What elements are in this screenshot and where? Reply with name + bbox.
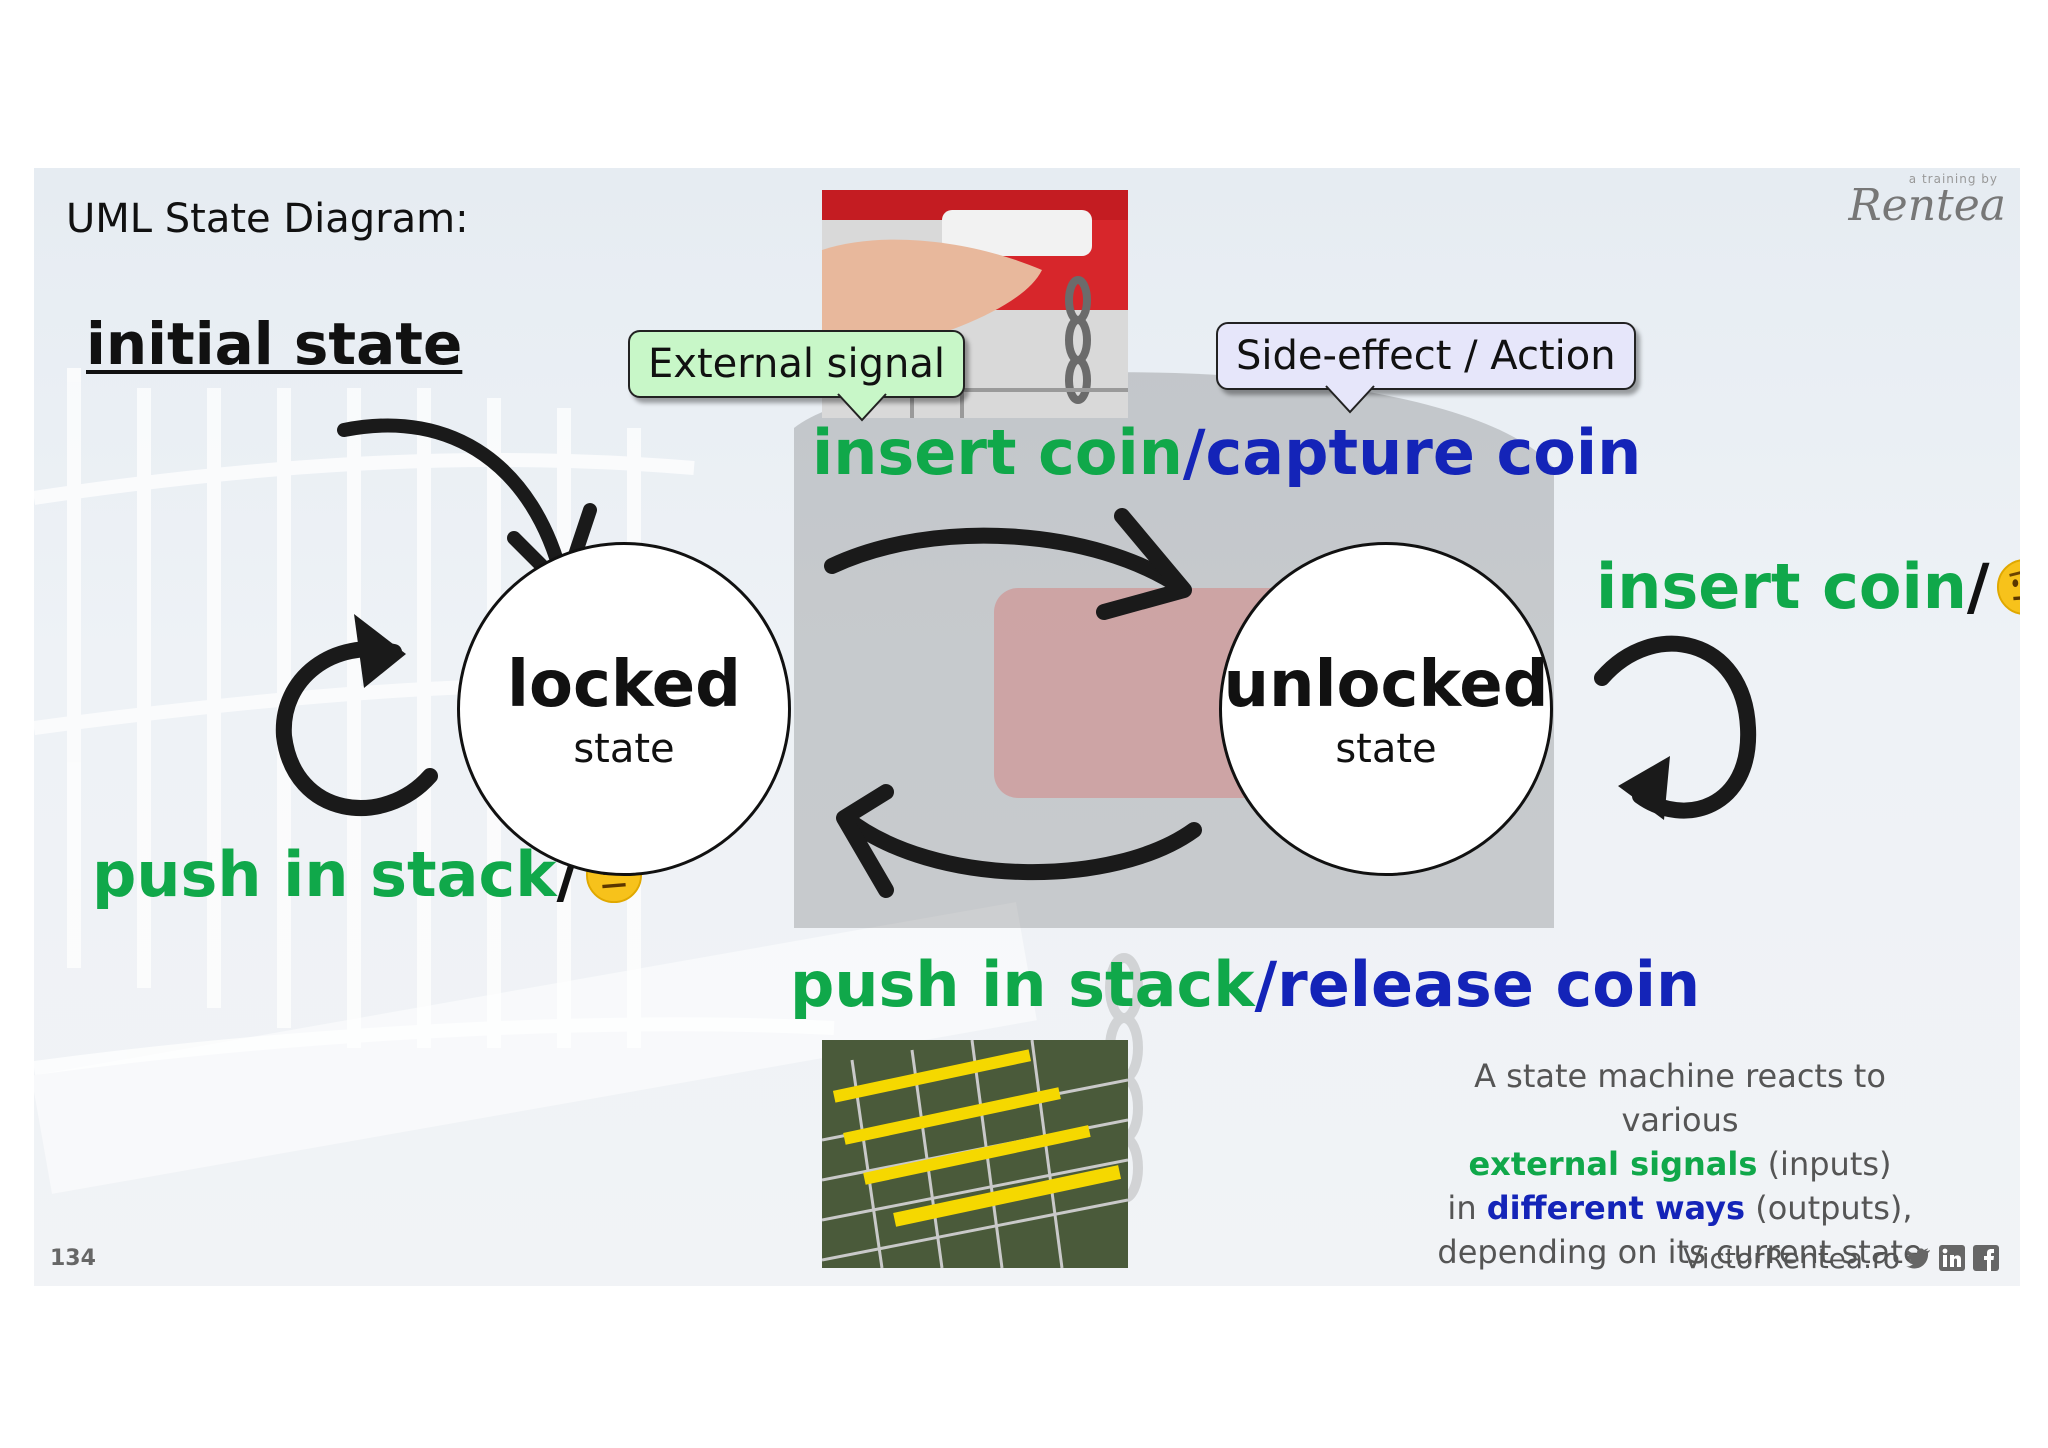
external-signal-callout-pointer <box>837 393 887 422</box>
stacked-carts-photo <box>822 1040 1128 1268</box>
self-loop-locked-arrowhead <box>354 614 406 688</box>
state-unlocked-name: unlocked <box>1223 648 1549 722</box>
twitter-icon[interactable] <box>1904 1244 1932 1272</box>
transition-separator: / <box>1182 416 1206 489</box>
summary-inputs: (inputs) <box>1757 1145 1892 1183</box>
self-loop-unlocked <box>1594 635 1757 819</box>
brand-tagline: a training by <box>1908 172 1998 186</box>
side-effect-callout-pointer <box>1325 385 1375 414</box>
initial-state-arrow <box>337 418 569 585</box>
summary-external-signals: external signals <box>1468 1145 1758 1183</box>
signal-push-in-stack-self: push in stack <box>92 838 557 911</box>
summary-in: in <box>1447 1189 1487 1227</box>
arrowhead-locked-to-unlocked <box>1096 508 1192 620</box>
transition-label-unlocked-self: insert coin/ <box>1596 550 2020 623</box>
slide: UML State Diagram: a training by Rentea … <box>34 168 2020 1286</box>
linkedin-icon[interactable] <box>1938 1244 1966 1272</box>
action-capture-coin: capture coin <box>1205 416 1642 489</box>
summary-outputs: (outputs), <box>1745 1189 1913 1227</box>
state-locked-sub: state <box>573 726 675 772</box>
state-locked-name: locked <box>507 648 741 722</box>
slide-title: UML State Diagram: <box>66 196 469 242</box>
summary-line-2: external signals (inputs) <box>1420 1142 1940 1186</box>
brand-signature: Rentea <box>1848 180 2006 231</box>
self-loop-locked <box>275 641 438 816</box>
arrow-locked-to-unlocked <box>824 527 1190 596</box>
signal-insert-coin: insert coin <box>812 416 1183 489</box>
external-signal-callout: External signal <box>628 330 965 398</box>
state-locked: locked state <box>457 542 791 876</box>
summary-line-4: depending on its current state <box>1437 1233 1923 1271</box>
external-signal-callout-text: External signal <box>648 341 945 387</box>
arrowhead-unlocked-to-locked <box>836 784 894 898</box>
signal-insert-coin-self: insert coin <box>1596 550 1967 623</box>
arrow-unlocked-to-locked <box>838 810 1202 880</box>
summary-line-3: in different ways (outputs), <box>1420 1186 1940 1230</box>
summary-different-ways: different ways <box>1486 1189 1746 1227</box>
initial-state-label: initial state <box>86 310 463 378</box>
state-unlocked: unlocked state <box>1219 542 1553 876</box>
summary-text: A state machine reacts to various extern… <box>1420 1054 1940 1274</box>
action-release-coin: release coin <box>1277 948 1701 1021</box>
side-effect-callout-text: Side-effect / Action <box>1236 333 1616 379</box>
facebook-icon[interactable] <box>1972 1244 2000 1272</box>
self-loop-unlocked-arrowhead <box>1618 756 1670 820</box>
page-number: 134 <box>50 1246 96 1271</box>
state-unlocked-sub: state <box>1335 726 1437 772</box>
summary-line-1: A state machine reacts to various <box>1474 1057 1886 1139</box>
side-effect-callout: Side-effect / Action <box>1216 322 1636 390</box>
transition-label-insert-capture: insert coin/capture coin <box>812 416 1641 489</box>
transition-label-push-release: push in stack/release coin <box>790 948 1700 1021</box>
signal-push-in-stack: push in stack <box>790 948 1255 1021</box>
transition-separator: / <box>1966 550 1990 623</box>
raised-eyebrow-emoji-icon <box>1996 559 2020 615</box>
transition-separator: / <box>1254 948 1278 1021</box>
website-link[interactable]: VictorRentea.ro <box>1683 1242 1900 1275</box>
